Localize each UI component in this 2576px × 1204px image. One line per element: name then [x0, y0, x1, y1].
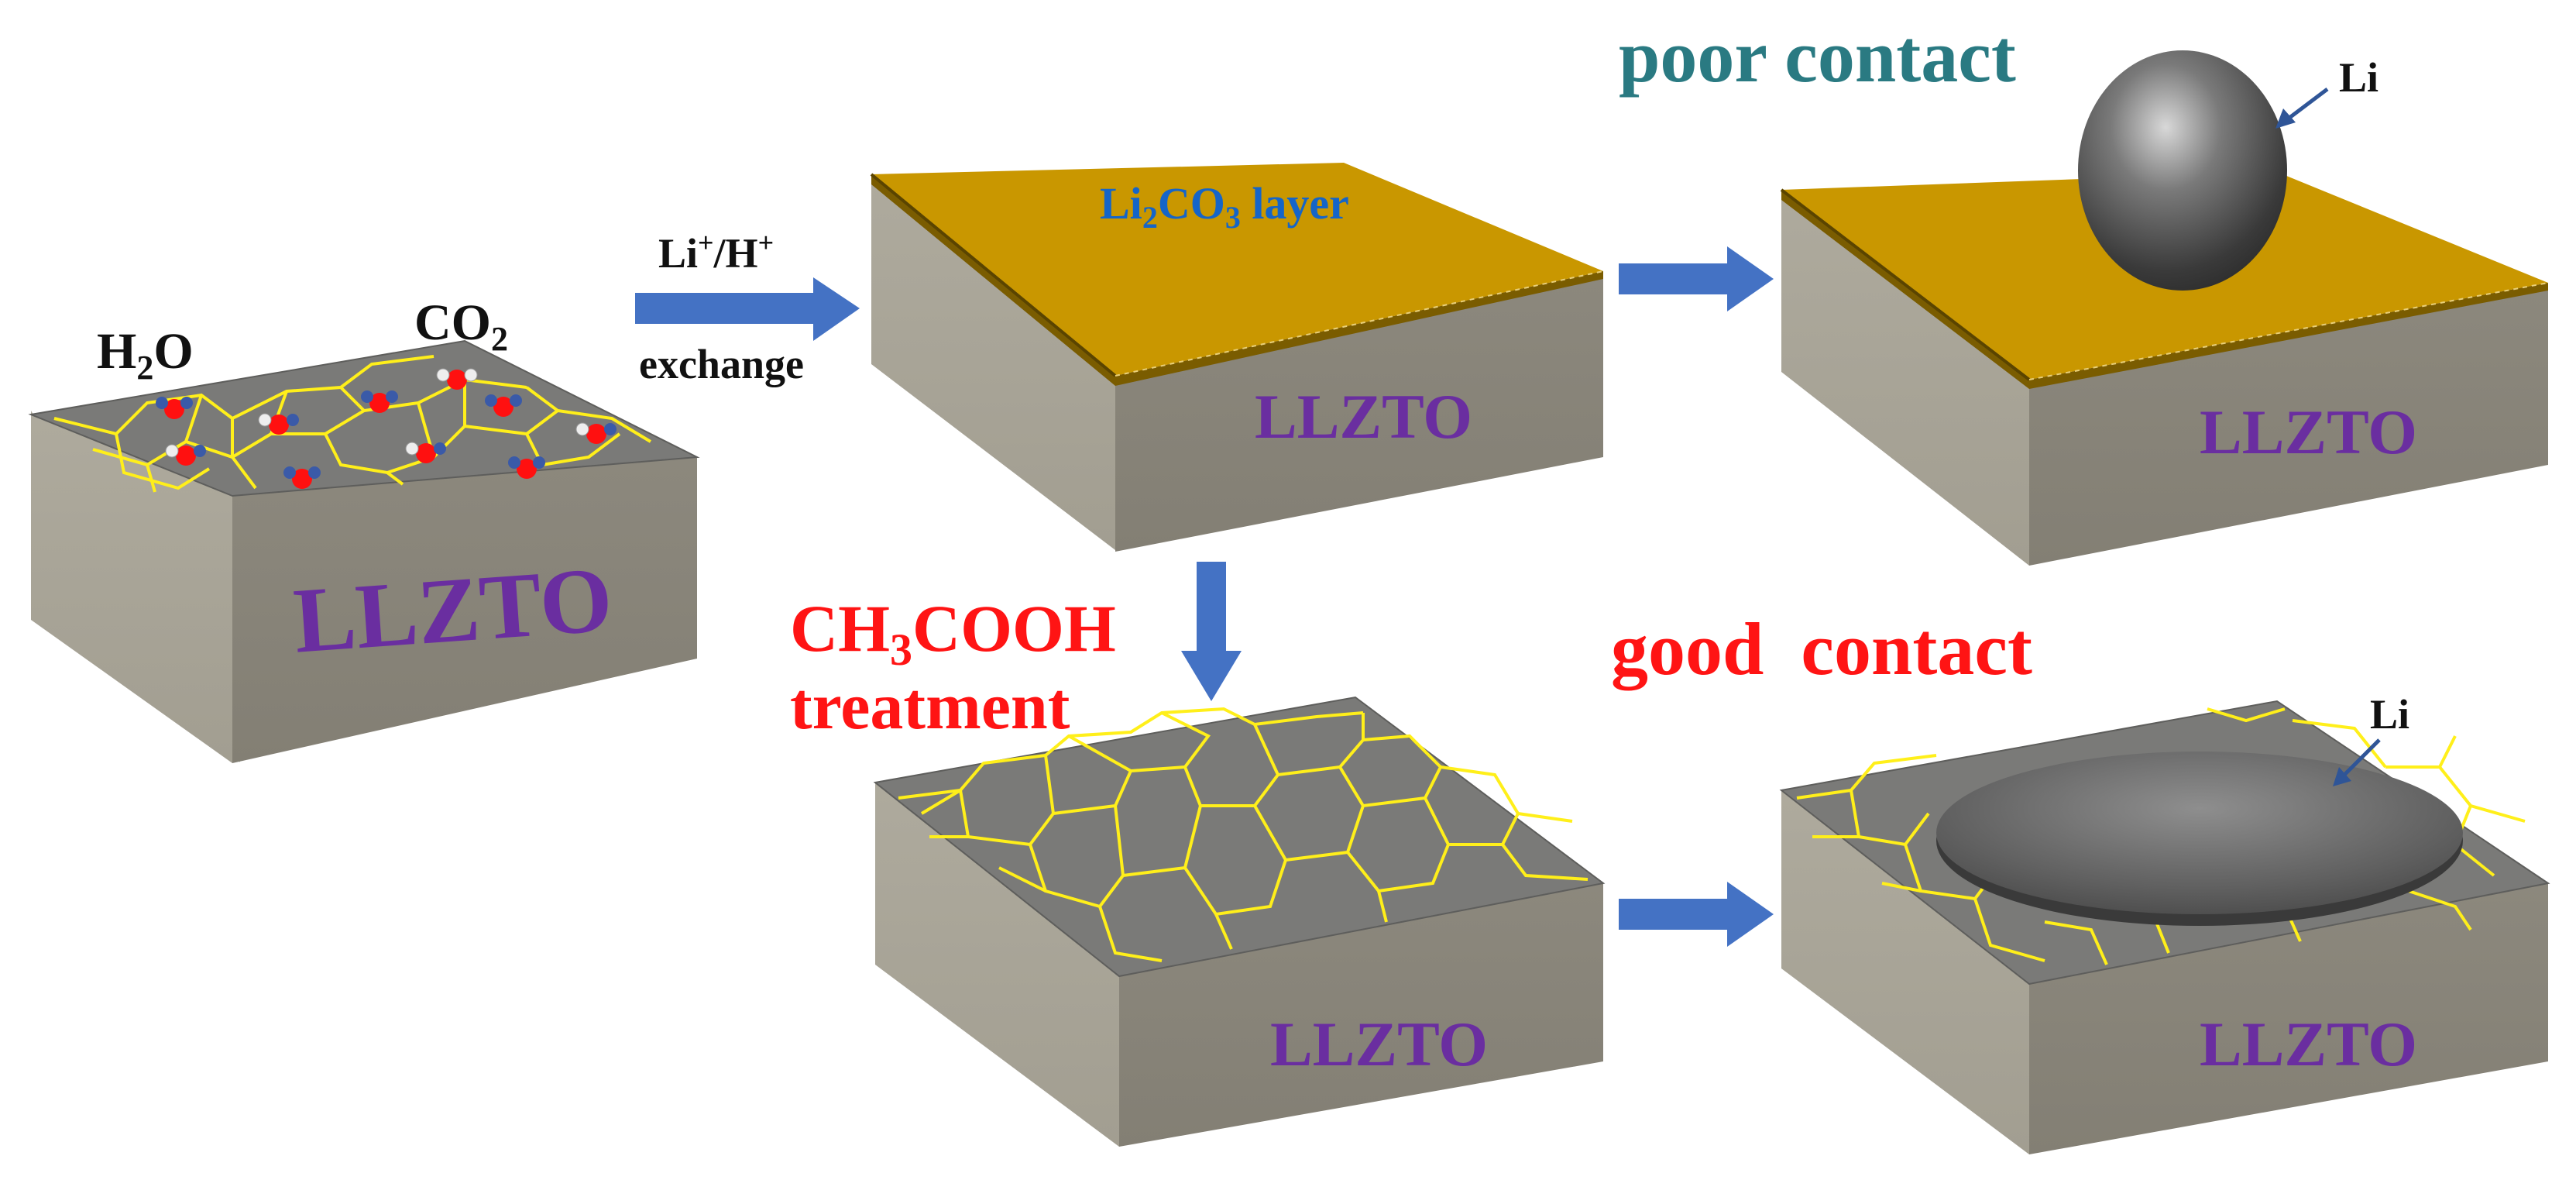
block-front-face: [2029, 883, 2548, 1154]
block-poor-contact: LLZTO: [1780, 50, 2549, 566]
block-left-face: [31, 415, 232, 763]
block-top-face: [28, 339, 700, 497]
block-good-contact: LLZTO: [1779, 700, 2550, 1154]
arrow-icon: [1619, 246, 1774, 311]
h2o-molecule-icon: [508, 456, 545, 479]
h2o-label: H2O: [97, 323, 194, 387]
grain-boundaries: [898, 707, 1589, 962]
co2-molecule-icon: [436, 368, 478, 390]
arrow-icon: [2275, 108, 2296, 129]
block-left-face: [875, 783, 1119, 1147]
block-raw-llzto: LLZTO: [28, 339, 700, 763]
block-li2co3-coated: Li2CO3 layer LLZTO: [870, 163, 1604, 552]
carbonate-edge: [1781, 190, 2548, 389]
block-front-face: [1115, 271, 1603, 552]
co2-label: CO2: [414, 294, 508, 358]
block-front-face: [232, 457, 697, 763]
li-label-bottom: Li: [2370, 691, 2409, 738]
llzto-label: LLZTO: [1270, 1009, 1488, 1079]
carbonate-edge-line: [2028, 282, 2549, 380]
block-top-face: [873, 696, 1606, 978]
arrow-icon: [1619, 882, 1774, 947]
carbonate-layer-top: [871, 163, 1603, 376]
carbonate-edge-line: [1780, 188, 2031, 381]
h2o-molecule-icon: [485, 394, 522, 417]
h2o-molecule-icon: [361, 390, 398, 413]
poor-contact-label: poor contact: [1619, 15, 2016, 98]
exchange-arrow: Li+/H+ exchange: [635, 227, 860, 387]
arrow-icon: [2333, 767, 2351, 786]
h2o-molecule-icon: [156, 397, 193, 419]
block-left-face: [1781, 190, 2029, 566]
treatment-label: treatment: [790, 669, 1070, 743]
llzto-label: LLZTO: [2200, 397, 2417, 467]
llzto-label: LLZTO: [290, 547, 616, 672]
co2-molecule-icon: [258, 413, 299, 435]
h2o-molecule-icon: [283, 466, 321, 489]
li-label-top: Li: [2339, 54, 2379, 101]
li-pointer-arrow: [2339, 738, 2381, 780]
exchange-ion-label: Li+/H+: [658, 227, 774, 277]
block-front-face: [2029, 283, 2548, 566]
molecules: [156, 368, 617, 489]
co2-molecule-icon: [165, 444, 206, 466]
co2-molecule-icon: [575, 422, 617, 444]
li-disc: [1936, 752, 2463, 914]
arrow-icon: [1181, 562, 1242, 701]
llzto-label: LLZTO: [1255, 381, 1472, 452]
exchange-word-label: exchange: [639, 341, 804, 387]
li2co3-label: Li2CO3 layer: [1100, 178, 1349, 235]
block-front-face: [1119, 883, 1603, 1147]
ch3cooh-label: CH3COOH: [790, 591, 1116, 675]
good-contact-label: good contact: [1611, 607, 2032, 690]
block-treated-llzto: LLZTO: [873, 696, 1606, 1147]
block-left-face: [1781, 790, 2029, 1154]
block-left-face: [871, 174, 1115, 550]
llzto-label: LLZTO: [2200, 1009, 2417, 1079]
carbonate-edge: [871, 174, 1603, 386]
li-sphere: [2078, 50, 2287, 291]
carbonate-edge-line: [870, 173, 1117, 377]
co2-molecule-icon: [405, 442, 446, 463]
arrow-icon: [635, 277, 860, 341]
